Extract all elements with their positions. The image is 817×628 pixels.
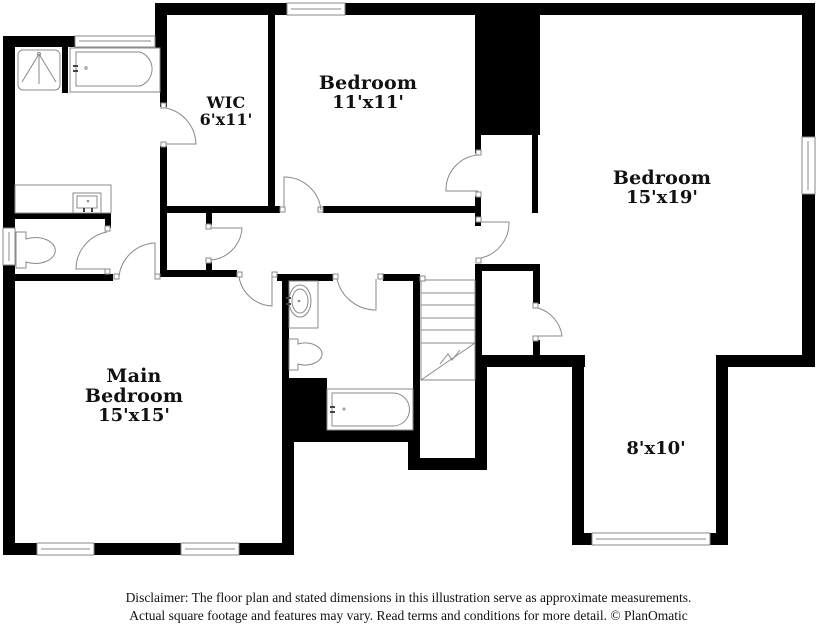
disclaimer: Disclaimer: The floor plan and stated di… [0, 589, 817, 625]
room-label-alcove: 8'x10' [626, 438, 686, 459]
staircase-icon [419, 275, 476, 381]
shower-icon [17, 49, 61, 91]
interior-walls [15, 15, 540, 464]
room-dimensions: 6'x11' [199, 109, 253, 129]
disclaimer-line-1: Disclaimer: The floor plan and stated di… [125, 590, 692, 605]
fixtures [14, 47, 476, 431]
windows [2, 2, 816, 556]
bathtub-icon [69, 47, 161, 93]
room-name: Bedroom [318, 72, 418, 94]
bathtub-icon [326, 388, 414, 431]
room-dimensions: 8'x10' [626, 438, 686, 459]
sink-icon [286, 280, 319, 329]
vanity-sink-icon [14, 184, 112, 214]
room-label-bedroom-3: Bedroom 15'x19' [612, 167, 712, 208]
doors [75, 102, 563, 342]
toilet-icon [15, 231, 56, 269]
room-dimensions: 15'x15' [98, 404, 170, 426]
room-name: WIC [206, 93, 246, 112]
room-name: Bedroom [612, 167, 712, 189]
toilet-icon [288, 338, 323, 371]
room-name-line2: Bedroom [84, 384, 184, 407]
disclaimer-line-2: Actual square footage and features may v… [129, 608, 688, 623]
room-label-wic: WIC 6'x11' [199, 93, 253, 129]
room-dimensions: 11'x11' [332, 91, 404, 113]
room-name-line1: Main [106, 365, 162, 387]
room-dimensions: 15'x19' [626, 186, 698, 208]
room-label-bedroom-2: Bedroom 11'x11' [318, 72, 418, 113]
room-label-main-bedroom: Main Bedroom 15'x15' [84, 365, 184, 426]
